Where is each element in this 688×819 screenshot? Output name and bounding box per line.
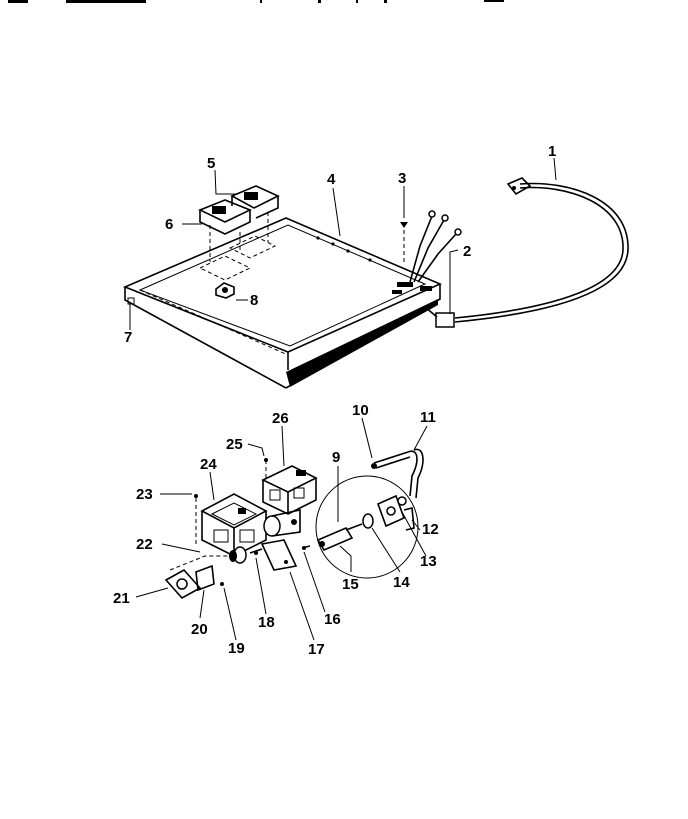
callout-5: 5: [207, 155, 215, 172]
mounting-plate: [164, 458, 268, 600]
callout-8: 8: [250, 292, 258, 309]
callout-25: 25: [226, 436, 243, 453]
spring-clip: [371, 448, 424, 499]
power-cord: [409, 177, 629, 328]
cabinet-top-panel: [122, 217, 442, 389]
leader-lines: [129, 157, 557, 641]
callout-24: 24: [200, 456, 217, 473]
screw: [400, 222, 408, 262]
callout-6: 6: [165, 216, 173, 233]
callout-9: 9: [332, 449, 340, 466]
callout-3: 3: [398, 170, 406, 187]
callout-7: 7: [124, 329, 132, 346]
callout-12: 12: [422, 521, 439, 538]
control-switch-assembly: [198, 185, 280, 262]
motor-drive-parts: [229, 509, 311, 571]
detail-circle: [315, 475, 419, 579]
scan-edge-marks: [8, 0, 504, 3]
callout-11: 11: [420, 409, 436, 426]
motor-housing: [200, 493, 268, 557]
callout-1: 1: [548, 143, 556, 160]
callout-18: 18: [258, 614, 275, 631]
callout-19: 19: [228, 640, 245, 657]
callout-10: 10: [352, 402, 369, 419]
callout-14: 14: [393, 574, 410, 591]
switch-housing: [261, 465, 318, 515]
callout-15: 15: [342, 576, 359, 593]
callout-17: 17: [308, 641, 325, 658]
callout-13: 13: [420, 553, 437, 570]
callout-2: 2: [463, 243, 471, 260]
callout-21: 21: [113, 590, 130, 607]
callout-22: 22: [136, 536, 153, 553]
callout-20: 20: [191, 621, 208, 638]
callout-labels: 1 2 3 4 5 6 7 8 9 10 11 12 13 14 15 16 1…: [113, 143, 556, 658]
callout-4: 4: [327, 171, 336, 188]
callout-23: 23: [136, 486, 153, 503]
mounting-nut: [215, 282, 235, 299]
callout-16: 16: [324, 611, 341, 628]
callout-26: 26: [272, 410, 289, 427]
